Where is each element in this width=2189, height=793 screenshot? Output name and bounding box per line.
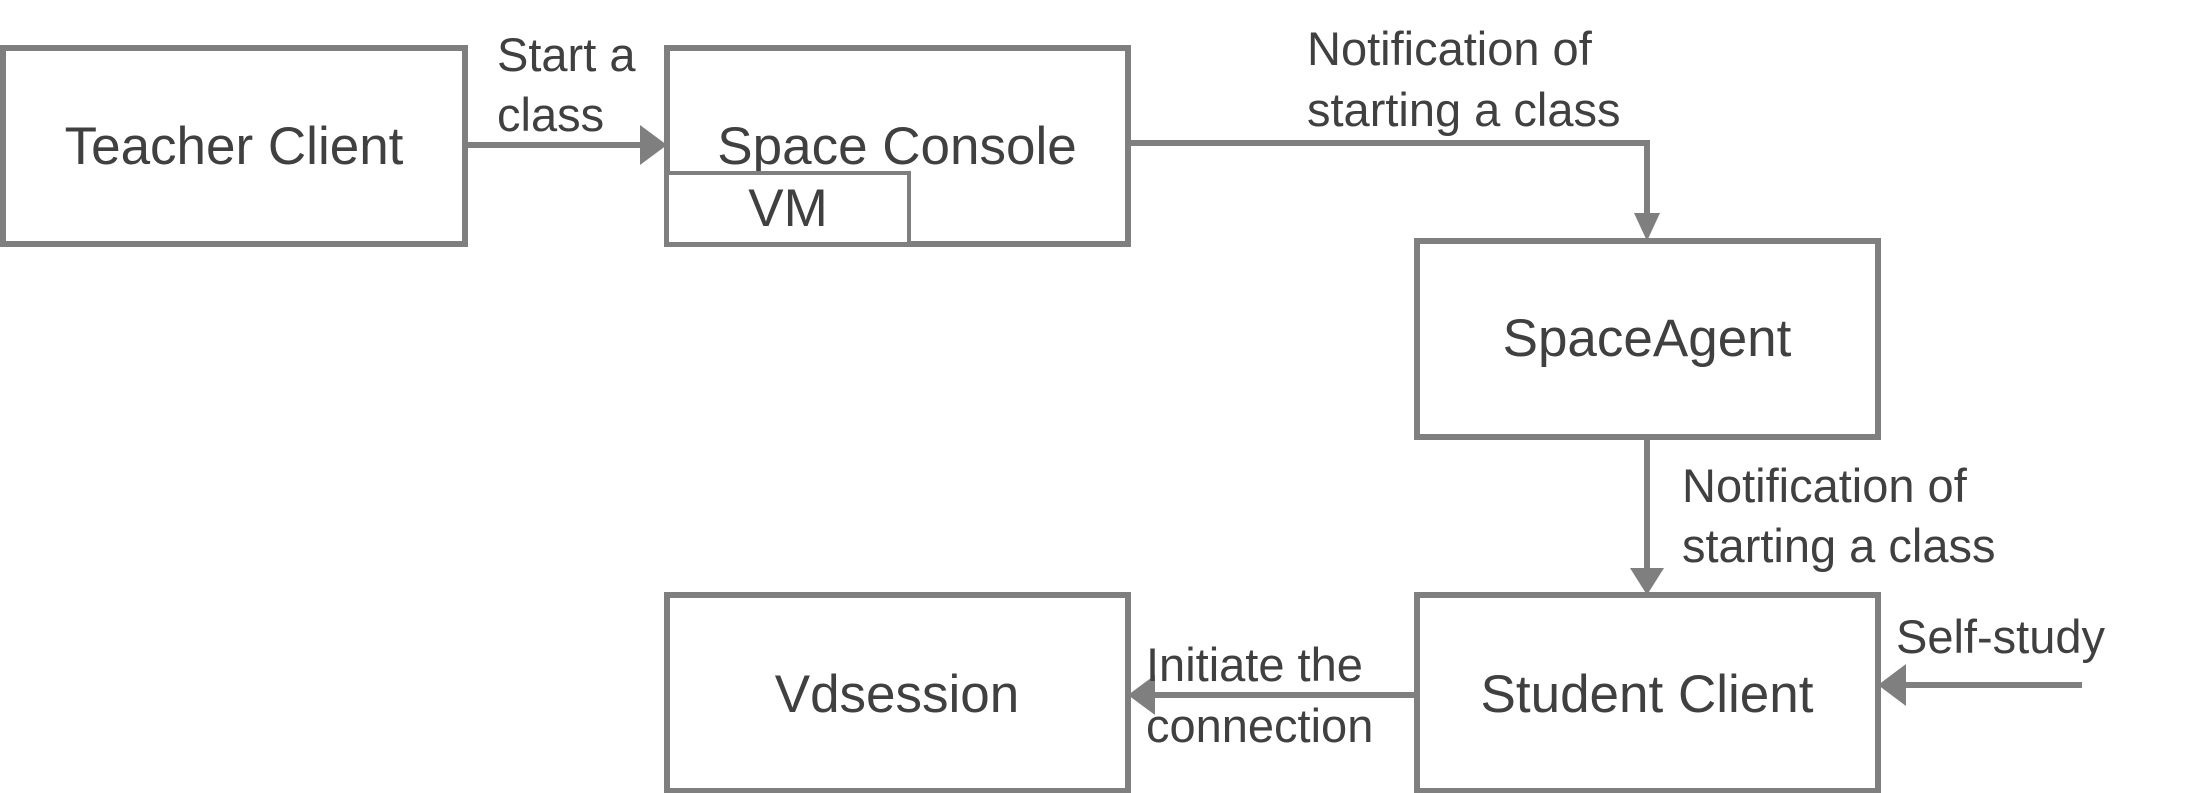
edge-initiate-connection: Initiate the connection bbox=[1128, 638, 1417, 752]
vm-label: VM bbox=[748, 179, 828, 238]
student-client-node: Student Client bbox=[1414, 592, 1881, 793]
edge-initiate-connection-line1: Initiate the bbox=[1146, 638, 1363, 691]
edge-self-study-label: Self-study bbox=[1896, 610, 2105, 663]
arrowhead-right bbox=[640, 125, 667, 165]
space-console-label: Space Console bbox=[717, 117, 1076, 176]
arrowhead-down bbox=[1630, 568, 1664, 595]
edge-start-class-line1: Start a bbox=[497, 28, 636, 81]
space-console-node: Space Console VM bbox=[664, 45, 1131, 247]
edge-notify-agent: Notification of starting a class bbox=[1128, 22, 1660, 241]
teacher-client-node: Teacher Client bbox=[0, 45, 468, 247]
teacher-client-label: Teacher Client bbox=[65, 117, 404, 176]
vm-node: VM bbox=[665, 171, 911, 246]
student-client-label: Student Client bbox=[1481, 665, 1814, 724]
arrowhead-down bbox=[1634, 213, 1660, 241]
vdsession-label: Vdsession bbox=[775, 665, 1020, 724]
edge-notify-agent-line2: starting a class bbox=[1307, 83, 1620, 136]
edge-self-study: Self-study bbox=[1878, 610, 2105, 706]
space-agent-node: SpaceAgent bbox=[1414, 238, 1881, 440]
edge-notify-student-line1: Notification of bbox=[1682, 459, 1968, 512]
edge-notify-student: Notification of starting a class bbox=[1630, 437, 1995, 595]
vdsession-node: Vdsession bbox=[664, 592, 1131, 793]
edge-notify-student-line2: starting a class bbox=[1682, 519, 1995, 572]
space-agent-label: SpaceAgent bbox=[1503, 309, 1792, 368]
edge-start-class-line2: class bbox=[497, 88, 604, 141]
edge-notify-agent-line1: Notification of bbox=[1307, 22, 1593, 75]
edge-start-class: Start a class bbox=[465, 28, 667, 165]
arrowhead-left bbox=[1128, 675, 1155, 715]
edge-initiate-connection-line2: connection bbox=[1146, 699, 1373, 752]
arrowhead-left bbox=[1878, 664, 1906, 706]
